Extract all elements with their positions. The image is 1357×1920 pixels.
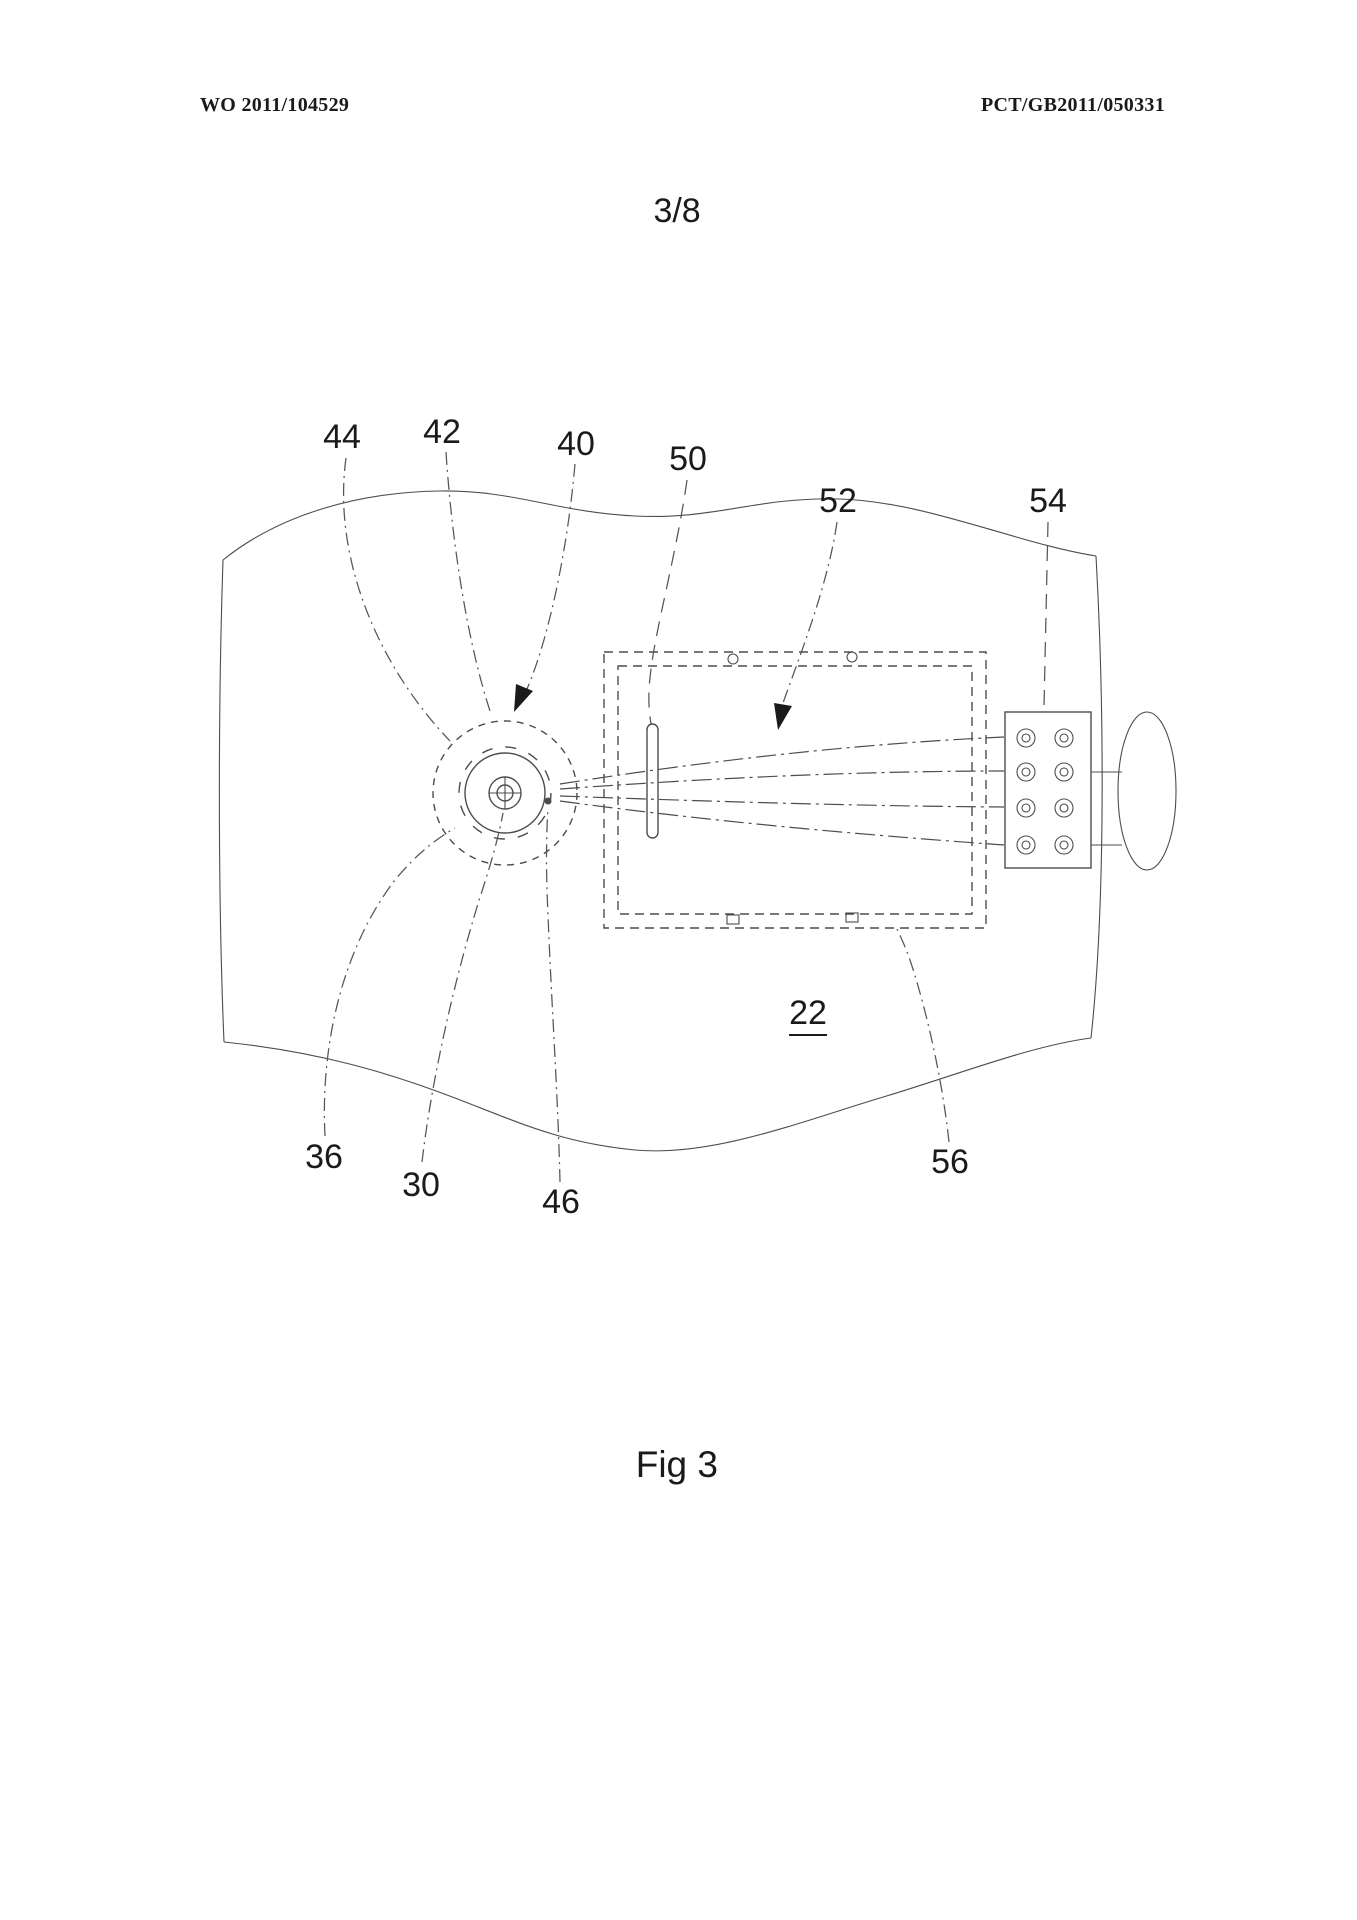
shaft-centerlines: [559, 736, 1005, 846]
publication-number: WO 2011/104529: [200, 94, 350, 116]
ref-numeral-22: 22: [789, 996, 827, 1036]
ref-numeral-50: 50: [669, 440, 707, 478]
leader-42: [445, 451, 492, 715]
housing-outline: [218, 490, 1103, 1152]
gear: [432, 720, 578, 866]
leader-56: [896, 928, 950, 1143]
index-dot: [544, 797, 552, 805]
ref-numeral-40: 40: [557, 425, 595, 463]
ref-numeral-52: 52: [819, 482, 857, 520]
arrowhead-52: [774, 703, 792, 730]
gear-teeth: [458, 746, 552, 840]
sheet-number: 3/8: [653, 192, 701, 230]
gear-crosshair: [489, 777, 521, 809]
leader-36: [323, 827, 456, 1137]
leader-44: [342, 457, 451, 742]
ref-numeral-42: 42: [423, 413, 461, 451]
gearbox-dashed-box: [603, 651, 987, 929]
ref-numeral-36: 36: [305, 1138, 343, 1176]
leader-40: [526, 463, 576, 690]
leader-50: [648, 479, 688, 725]
figure-caption: Fig 3: [635, 1444, 718, 1485]
ref-numeral-56: 56: [931, 1143, 969, 1181]
fastener-top-right: [846, 651, 858, 663]
application-number: PCT/GB2011/050331: [980, 94, 1165, 116]
leader-30: [421, 812, 504, 1163]
shaft-ellipse: [1117, 711, 1177, 871]
leader-54: [1043, 521, 1049, 708]
fastener-bottom-left: [726, 914, 740, 925]
leader-lines: [323, 451, 1049, 1183]
leader-52: [782, 521, 838, 704]
ref-numeral-30: 30: [402, 1166, 440, 1204]
ref-numeral-44: 44: [323, 418, 361, 456]
flange: [1004, 711, 1122, 869]
ref-numeral-46: 46: [542, 1183, 580, 1221]
slot: [646, 723, 659, 839]
bearing-dashed-circle: [432, 720, 578, 866]
arrowhead-40: [514, 684, 533, 712]
fastener-bottom-right: [845, 912, 859, 923]
fastener-top-left: [727, 653, 739, 665]
leader-46: [545, 807, 561, 1183]
ref-numeral-54: 54: [1029, 482, 1067, 520]
